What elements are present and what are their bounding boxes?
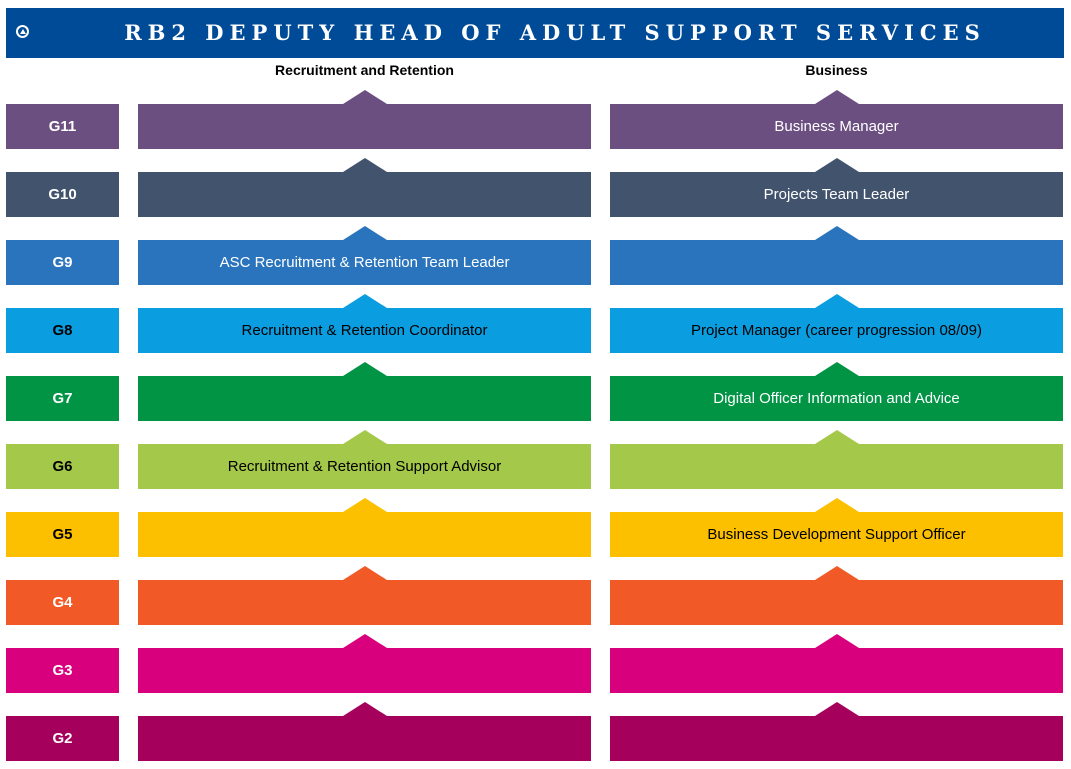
grade-row: G8 Recruitment & Retention Coordinator Pro… <box>0 294 1071 353</box>
progression-arrow-icon <box>342 498 387 512</box>
business-role-bar <box>610 634 1063 693</box>
grade-row: G10 Projects Team Leader <box>0 158 1071 217</box>
role-title: Business Manager <box>774 118 899 135</box>
business-role-bar: Digital Officer Information and Advice <box>610 362 1063 421</box>
progression-arrow-icon <box>342 430 387 444</box>
progression-arrow-icon <box>342 702 387 716</box>
recruitment-role-bar: ASC Recruitment & Retention Team Leader <box>138 226 591 285</box>
progression-arrow-icon <box>342 226 387 240</box>
progression-arrow-icon <box>814 702 859 716</box>
progression-arrow-icon <box>814 430 859 444</box>
progression-arrow-icon <box>342 294 387 308</box>
up-arrow-circle-icon[interactable] <box>16 25 29 38</box>
business-role-bar: Projects Team Leader <box>610 158 1063 217</box>
progression-arrow-icon <box>342 90 387 104</box>
column-header-business: Business <box>805 62 868 78</box>
business-role-bar: Business Manager <box>610 90 1063 149</box>
grade-row: G3 <box>0 634 1071 693</box>
role-title: Projects Team Leader <box>763 186 910 203</box>
progression-arrow-icon <box>342 566 387 580</box>
recruitment-role-bar <box>138 566 591 625</box>
role-title: Digital Officer Information and Advice <box>713 390 960 407</box>
progression-arrow-icon <box>814 158 859 172</box>
business-role-bar: Project Manager (career progression 08/0… <box>610 294 1063 353</box>
recruitment-role-bar <box>138 158 591 217</box>
grade-row: G7 Digital Officer Information and Advice <box>0 362 1071 421</box>
role-title: ASC Recruitment & Retention Team Leader <box>219 254 510 271</box>
recruitment-role-bar <box>138 362 591 421</box>
progression-arrow-icon <box>342 362 387 376</box>
page-header: RB2 DEPUTY HEAD OF ADULT SUPPORT SERVICE… <box>6 8 1064 58</box>
progression-arrow-icon <box>814 226 859 240</box>
grade-row: G11 Business Manager <box>0 90 1071 149</box>
grade-row: G9 ASC Recruitment & Retention Team Leade… <box>0 226 1071 285</box>
grade-label: G8 <box>6 308 119 353</box>
business-role-bar <box>610 702 1063 761</box>
grade-label: G10 <box>6 172 119 217</box>
progression-arrow-icon <box>342 158 387 172</box>
role-title: Recruitment & Retention Support Advisor <box>227 458 502 475</box>
progression-arrow-icon <box>814 566 859 580</box>
recruitment-role-bar <box>138 634 591 693</box>
recruitment-role-bar <box>138 498 591 557</box>
grade-row: G5 Business Development Support Officer <box>0 498 1071 557</box>
progression-arrow-icon <box>814 90 859 104</box>
grade-label: G9 <box>6 240 119 285</box>
grade-label: G5 <box>6 512 119 557</box>
progression-arrow-icon <box>814 294 859 308</box>
business-role-bar <box>610 430 1063 489</box>
grade-label: G2 <box>6 716 119 761</box>
progression-arrow-icon <box>814 362 859 376</box>
page-title: RB2 DEPUTY HEAD OF ADULT SUPPORT SERVICE… <box>124 20 986 45</box>
recruitment-role-bar <box>138 90 591 149</box>
recruitment-role-bar: Recruitment & Retention Support Advisor <box>138 430 591 489</box>
role-title: Recruitment & Retention Coordinator <box>241 322 488 339</box>
recruitment-role-bar <box>138 702 591 761</box>
recruitment-role-bar: Recruitment & Retention Coordinator <box>138 294 591 353</box>
progression-arrow-icon <box>814 498 859 512</box>
grade-label: G3 <box>6 648 119 693</box>
grade-row: G4 <box>0 566 1071 625</box>
grade-label: G6 <box>6 444 119 489</box>
role-title: Business Development Support Officer <box>707 526 966 543</box>
grade-label: G4 <box>6 580 119 625</box>
grade-label: G7 <box>6 376 119 421</box>
grade-row: G2 <box>0 702 1071 761</box>
progression-arrow-icon <box>342 634 387 648</box>
role-title: Project Manager (career progression 08/0… <box>691 322 982 339</box>
progression-arrow-icon <box>814 634 859 648</box>
business-role-bar <box>610 566 1063 625</box>
grade-row: G6 Recruitment & Retention Support Adviso… <box>0 430 1071 489</box>
column-header-recruitment: Recruitment and Retention <box>275 62 454 78</box>
grade-label: G11 <box>6 104 119 149</box>
business-role-bar: Business Development Support Officer <box>610 498 1063 557</box>
business-role-bar <box>610 226 1063 285</box>
